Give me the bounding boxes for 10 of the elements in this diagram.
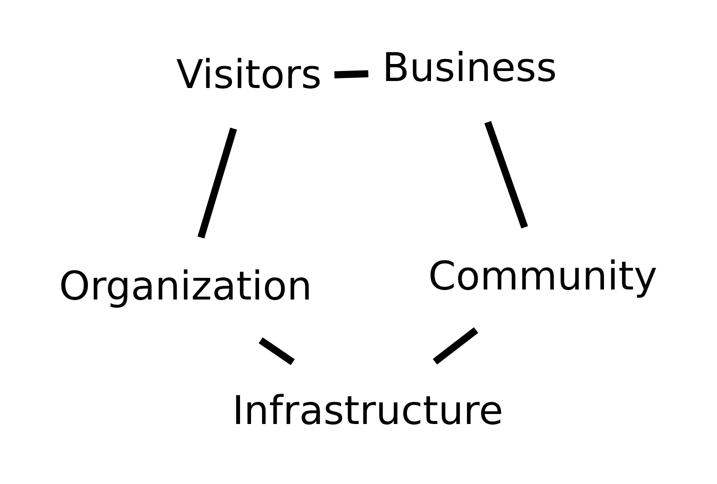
- node-text: Community: [428, 253, 658, 300]
- connector: [198, 128, 237, 238]
- node-text: Infrastructure: [232, 388, 504, 434]
- node-text: Business: [382, 45, 557, 92]
- connector: [432, 327, 478, 365]
- connector: [334, 70, 368, 78]
- node-text: Organization: [58, 263, 312, 310]
- node-text: Visitors: [176, 52, 322, 98]
- connector: [258, 337, 295, 366]
- connector: [484, 121, 528, 228]
